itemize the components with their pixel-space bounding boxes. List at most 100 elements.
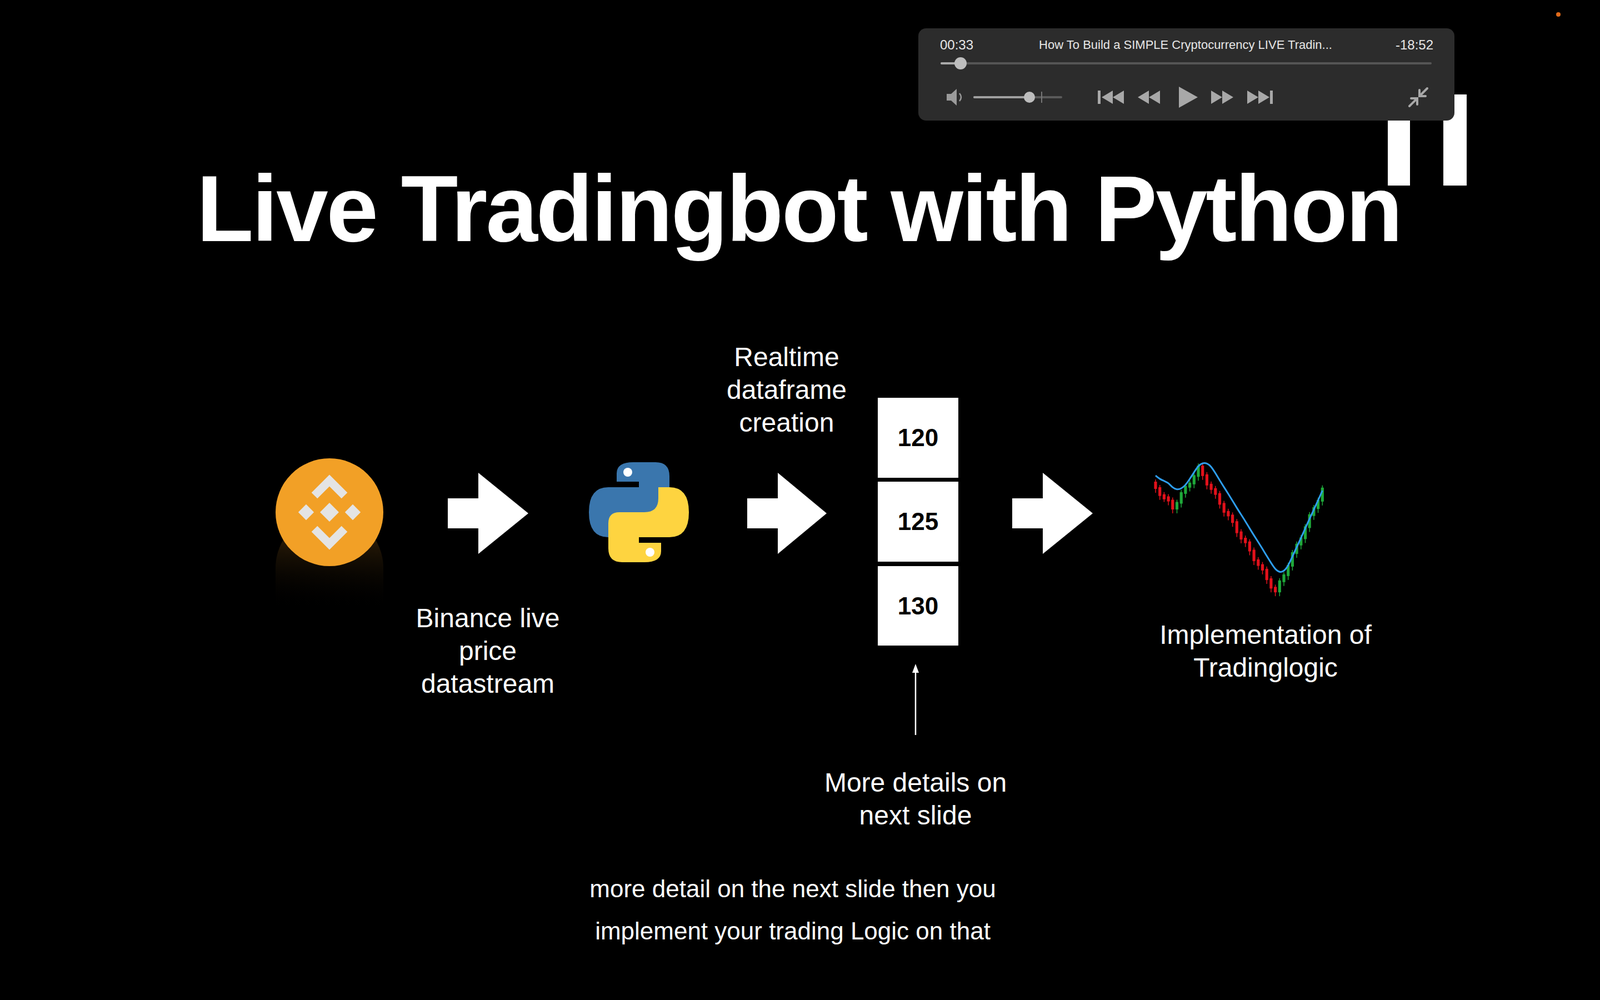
diagram-label: Binance live price datastream (396, 601, 580, 700)
candle (1175, 500, 1179, 514)
progress-knob (954, 57, 967, 70)
box-value: 130 (897, 592, 939, 620)
shrink-icon (1409, 88, 1428, 107)
binance-mark (298, 502, 361, 522)
label-text: 00:33 (940, 37, 1007, 53)
candle (1239, 529, 1243, 544)
candle-body (1282, 574, 1285, 583)
player-panel (918, 28, 1455, 121)
candle (1282, 572, 1285, 587)
volume-tick (1041, 91, 1043, 103)
candle-body (1243, 537, 1247, 544)
candle-body (1252, 549, 1256, 562)
candle (1321, 485, 1324, 506)
candle-body (1265, 568, 1269, 580)
player-text: 00:33 (940, 37, 1007, 53)
candle (1171, 497, 1174, 514)
volume-track (974, 96, 1062, 99)
python-logo (588, 462, 689, 563)
caption-text: more detail on the next slide then you i… (531, 867, 1054, 953)
candle-body (1256, 559, 1260, 567)
candle-body (1201, 465, 1204, 477)
volume-icon (946, 88, 962, 106)
candle-body (1162, 494, 1166, 500)
candle (1265, 566, 1269, 584)
candle (1278, 578, 1282, 597)
candle (1226, 508, 1230, 521)
candle-body (1175, 502, 1179, 510)
candle (1248, 539, 1252, 556)
volume-level (974, 96, 1030, 99)
candle-body (1153, 481, 1157, 489)
leader-line (915, 671, 917, 735)
block-arrow (747, 472, 827, 554)
leader-head (912, 663, 919, 673)
candle-body (1273, 586, 1277, 593)
transport-controls (1097, 86, 1273, 108)
candle-body (1188, 482, 1192, 488)
candle (1243, 535, 1247, 548)
candle (1167, 493, 1170, 505)
candle (1269, 576, 1273, 593)
moving-average-line (1155, 462, 1323, 572)
box-value: 125 (897, 507, 939, 536)
candle-body (1210, 483, 1213, 490)
value-box: 120 (877, 397, 959, 478)
player-text: -18:52 (1372, 37, 1434, 53)
title-text: Live Tradingbot with Python (196, 162, 1402, 256)
candle (1162, 492, 1166, 503)
candle (1231, 512, 1234, 527)
label-text: Realtime dataframe creation (697, 340, 876, 439)
candle-body (1278, 580, 1282, 593)
candle (1188, 480, 1192, 492)
candle-body (1269, 578, 1273, 589)
candle (1218, 491, 1222, 509)
candle-body (1171, 500, 1174, 510)
diagram-label: Implementation of Tradinglogic (1135, 618, 1397, 684)
candle (1201, 463, 1204, 480)
candle-body (1226, 511, 1230, 517)
candle (1158, 485, 1162, 500)
candle-body (1235, 521, 1239, 533)
diagram-label: Realtime dataframe creation (697, 340, 876, 439)
status-dot (1556, 12, 1561, 17)
candle-body (1239, 531, 1243, 540)
candle (1213, 486, 1217, 499)
candle-body (1192, 475, 1196, 485)
volume-knob (1023, 91, 1035, 103)
label-text: Implementation of Tradinglogic (1135, 618, 1397, 684)
candle (1273, 584, 1277, 597)
binance-logo (275, 458, 384, 567)
candle (1235, 518, 1239, 537)
diagram-label: More details on next slide (796, 766, 1035, 832)
candle-body (1261, 564, 1264, 571)
box-value: 120 (897, 423, 939, 452)
label-text: Binance live price datastream (396, 601, 580, 700)
candle-body (1167, 496, 1170, 502)
slide-title: Live Tradingbot with Python (196, 162, 1402, 256)
candle-body (1183, 486, 1187, 494)
subtitle-caption: more detail on the next slide then you i… (531, 867, 1054, 953)
value-box: 130 (877, 566, 959, 646)
candle (1205, 472, 1209, 490)
candle-body (1248, 541, 1252, 552)
label-text: How To Build a SIMPLE Cryptocurrency LIV… (1013, 37, 1358, 53)
candle (1256, 557, 1260, 570)
candle (1252, 547, 1256, 565)
candle-body (1213, 488, 1217, 495)
candle (1222, 500, 1226, 517)
label-text: -18:52 (1372, 37, 1434, 53)
value-box: 125 (877, 481, 959, 562)
candle (1261, 562, 1264, 575)
binance-mark (314, 480, 345, 544)
candlestick-chart (1153, 462, 1324, 597)
label-text: More details on next slide (796, 766, 1035, 832)
candle-body (1231, 514, 1234, 523)
candle-body (1218, 493, 1222, 505)
candle-body (1222, 502, 1226, 513)
progress-track (941, 62, 1431, 65)
candle (1210, 481, 1213, 494)
candle (1180, 490, 1183, 508)
